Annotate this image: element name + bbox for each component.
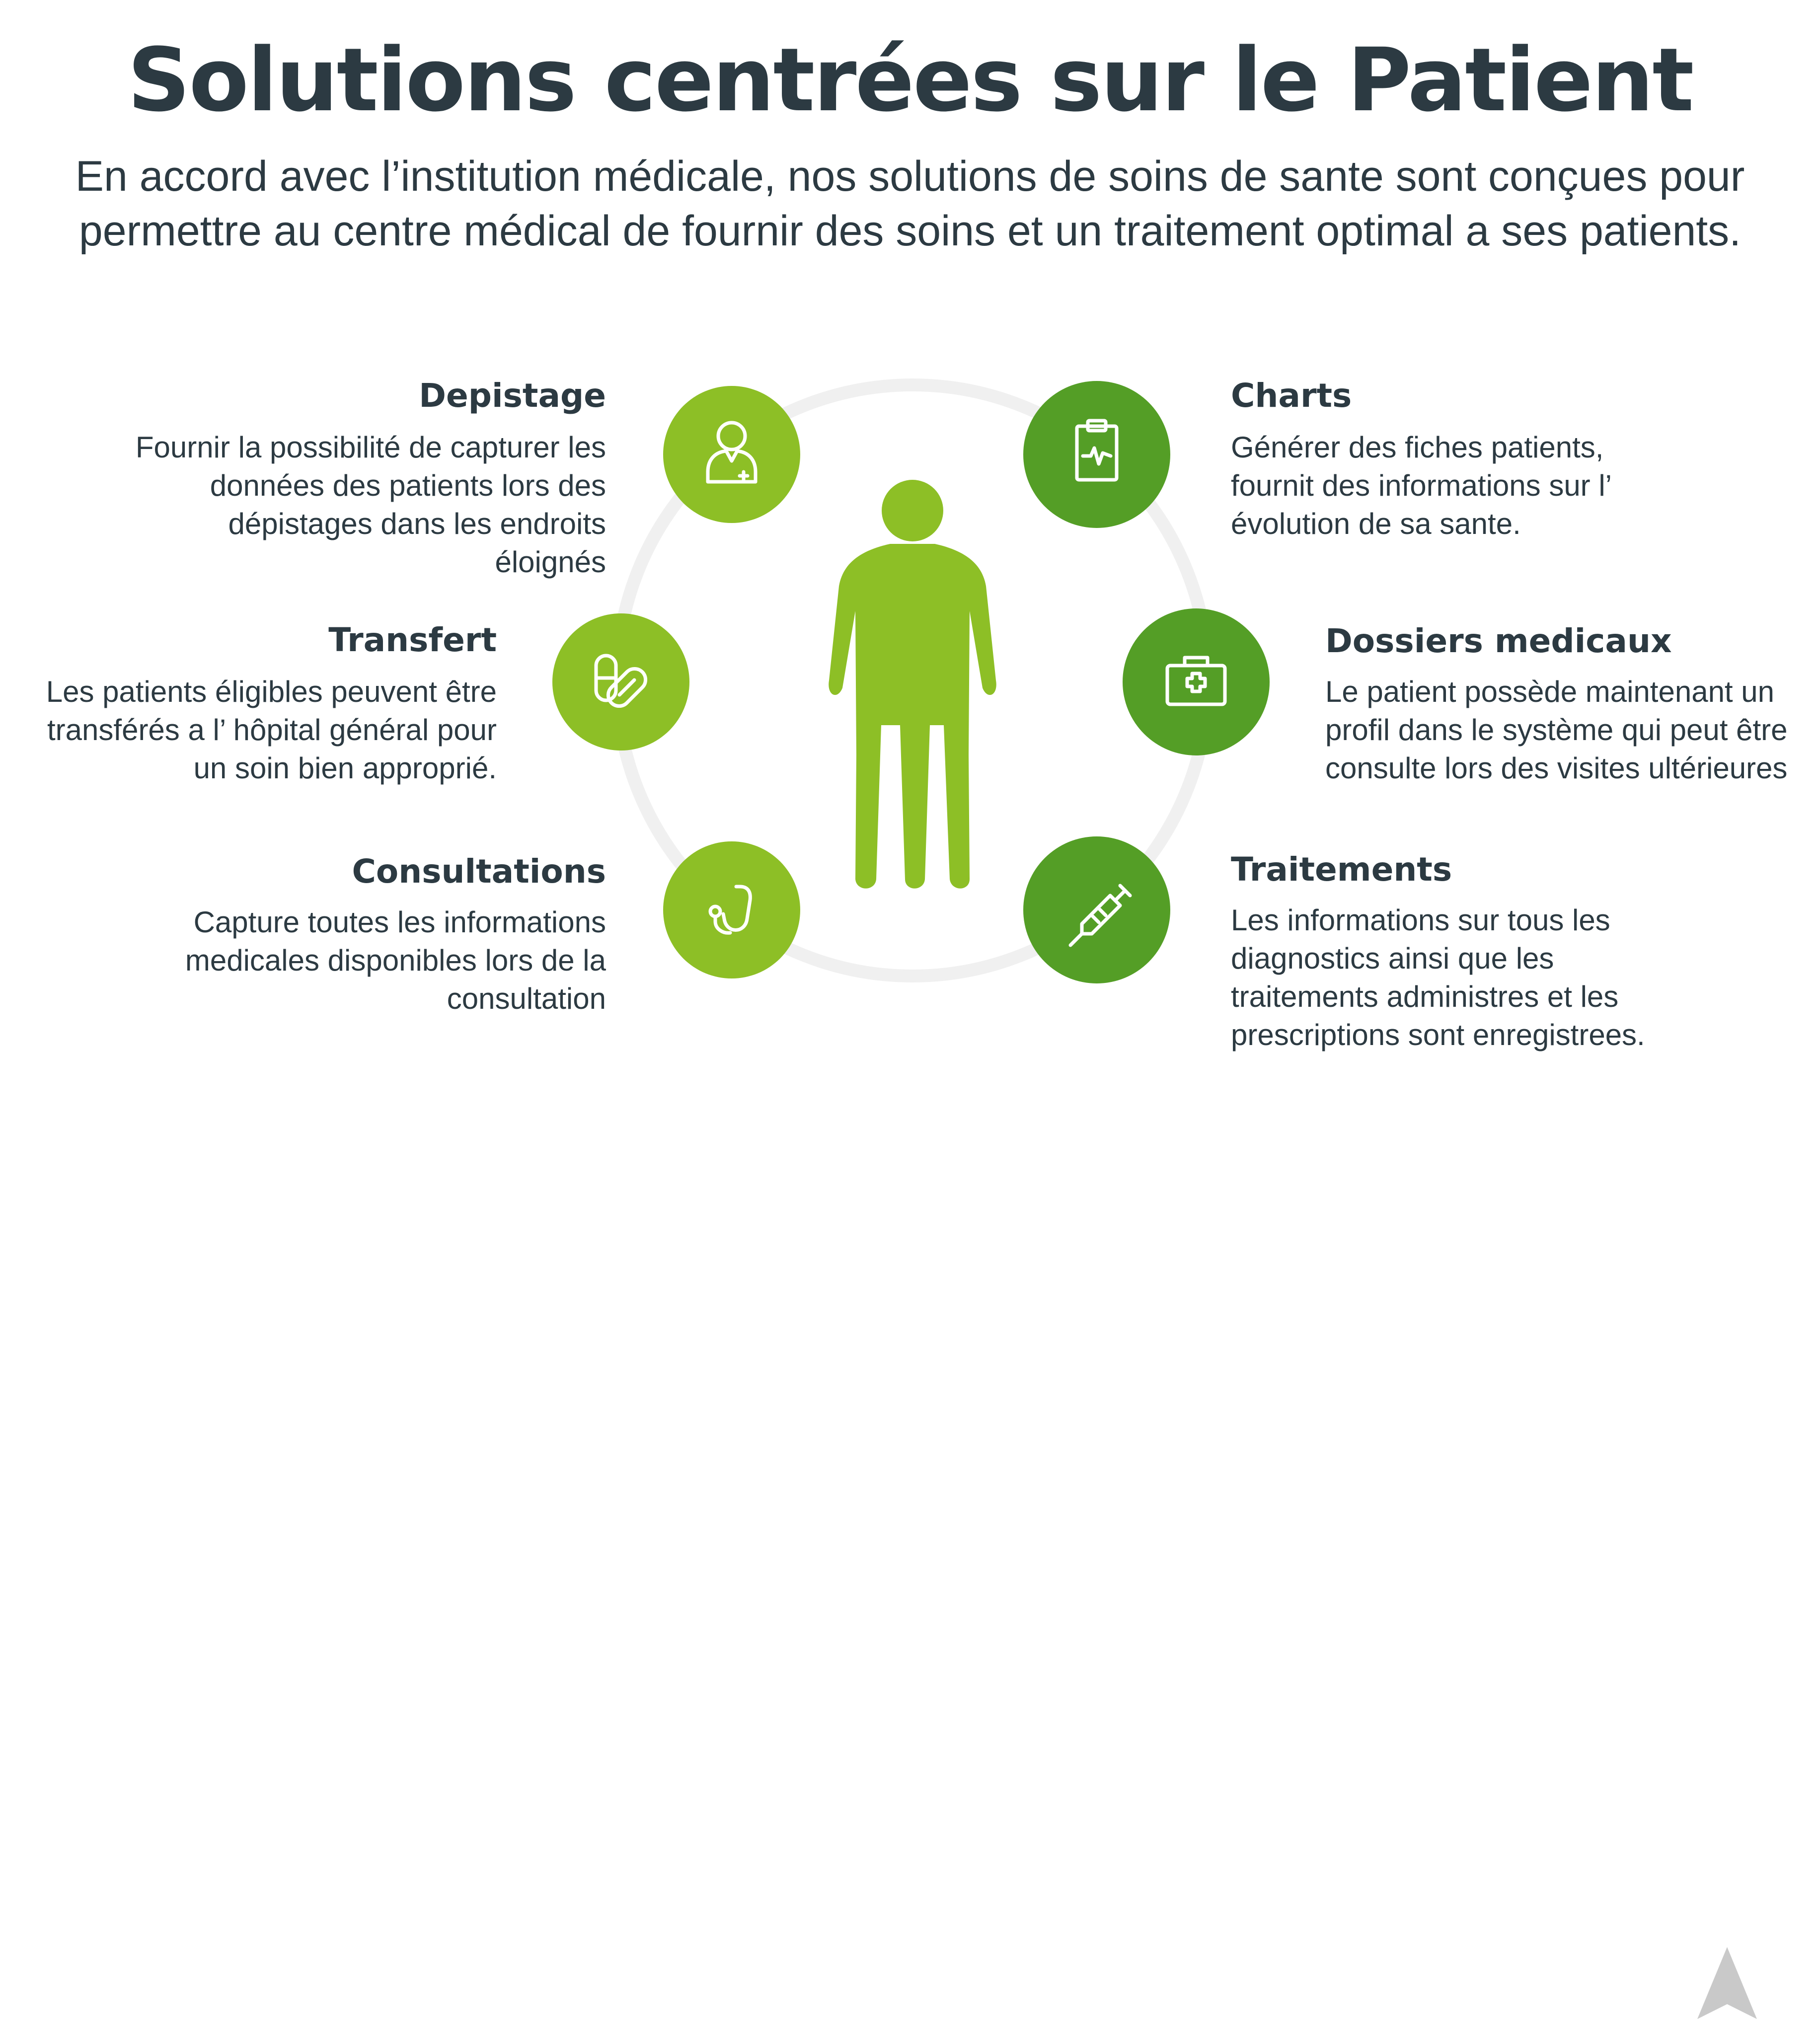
transfert-node [552, 613, 689, 750]
item-title-depistage: Depistage [419, 376, 606, 415]
syringe-icon [1068, 884, 1132, 947]
item-title-dossiers: Dossiers medicaux [1325, 622, 1672, 660]
consultations-node [663, 841, 800, 978]
charts-node [1023, 381, 1170, 528]
item-title-transfert: Transfert [328, 621, 497, 659]
person-silhouette-icon [829, 480, 996, 889]
item-desc-depistage: Fournir la possibilité de capturer les d… [135, 431, 606, 579]
item-desc-charts: Générer des fiches patients, fournit des… [1231, 431, 1611, 540]
item-title-consultations: Consultations [352, 852, 606, 891]
traitements-node [1023, 836, 1170, 983]
item-desc-transfert: Les patients éligibles peuvent être tran… [46, 675, 497, 785]
stethoscope-icon [708, 885, 752, 935]
doctor-user-icon [706, 421, 758, 484]
pills-icon [594, 654, 648, 708]
clipboard-heartbeat-icon [1075, 419, 1119, 482]
page-subtitle: En accord avec l’institution médicale, n… [75, 152, 1745, 255]
item-title-charts: Charts [1231, 376, 1352, 415]
item-title-traitements: Traitements [1231, 850, 1452, 889]
item-desc-consultations: Capture toutes les informations medicale… [185, 905, 606, 1015]
arrow-logo-icon [1697, 1947, 1757, 2019]
dossiers-node [1123, 608, 1270, 755]
item-desc-traitements: Les informations sur tous les diagnostic… [1231, 903, 1645, 1051]
medical-case-icon [1165, 656, 1227, 706]
item-desc-dossiers: Le patient possède maintenant un profil … [1325, 675, 1788, 785]
depistage-node [663, 386, 800, 523]
page-title: Solutions centrées sur le Patient [127, 29, 1694, 131]
